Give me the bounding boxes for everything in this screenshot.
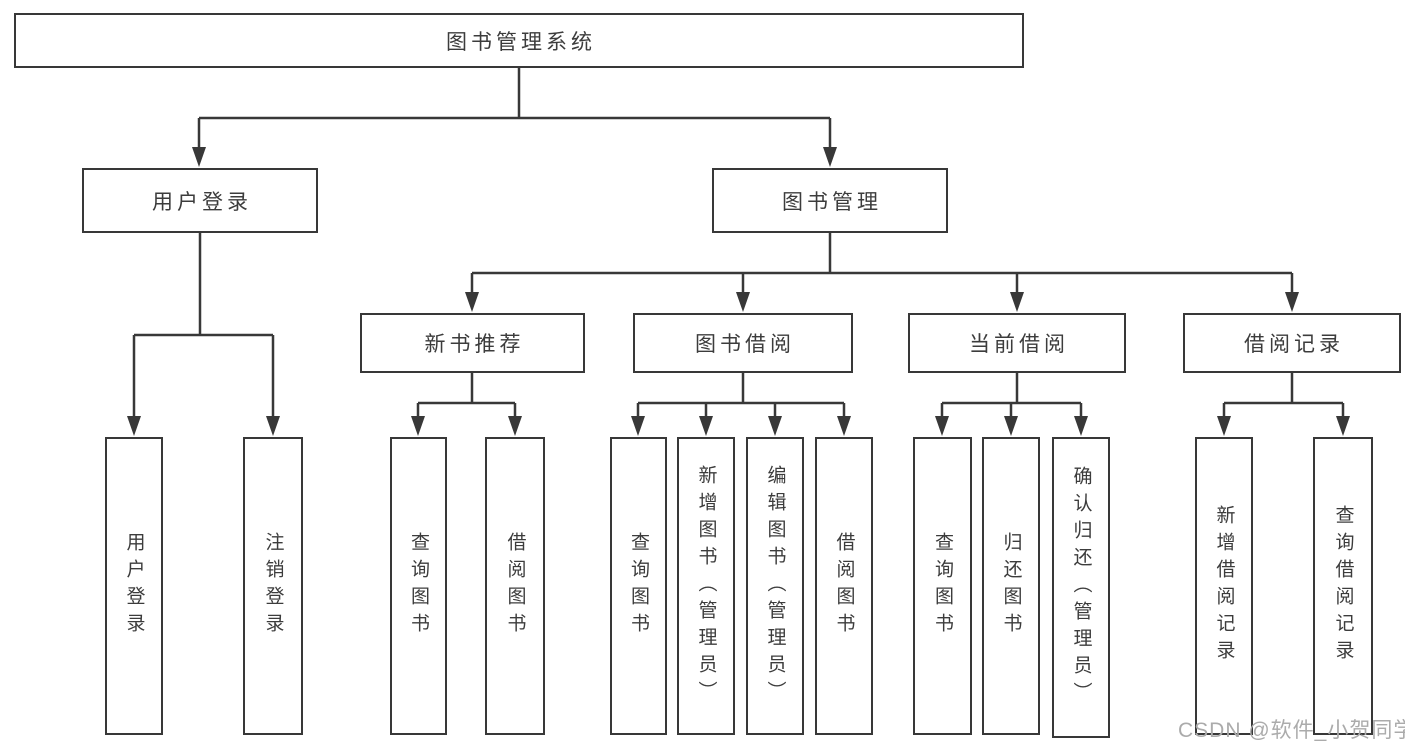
- leaf-logout: 注销登录: [243, 437, 303, 735]
- leaf-borrow-query-books-label: 查询图书: [628, 532, 649, 640]
- csdn-watermark: CSDN @软件_小贺同学: [1178, 719, 1405, 742]
- leaf-confirm-return-admin-label: 确认归还（管理员）: [1070, 466, 1092, 709]
- leaf-current-query-books-label: 查询图书: [932, 532, 953, 640]
- leaf-user-login-label: 用户登录: [123, 532, 145, 640]
- node-new-book-recommend: 新书推荐: [360, 313, 585, 373]
- leaf-borrow-borrow-books: 借阅图书: [815, 437, 873, 735]
- node-book-borrow-label: 图书借阅: [695, 333, 795, 356]
- leaf-recommend-query-books: 查询图书: [390, 437, 447, 735]
- node-borrow-records-label: 借阅记录: [1244, 333, 1344, 356]
- node-current-borrow-label: 当前借阅: [969, 333, 1069, 356]
- node-user-login: 用户登录: [82, 168, 318, 233]
- leaf-add-borrow-record: 新增借阅记录: [1195, 437, 1253, 735]
- node-borrow-records: 借阅记录: [1183, 313, 1401, 373]
- node-new-book-recommend-label: 新书推荐: [424, 333, 525, 356]
- leaf-recommend-borrow-books: 借阅图书: [485, 437, 545, 735]
- node-book-management: 图书管理: [712, 168, 948, 233]
- leaf-recommend-query-books-label: 查询图书: [408, 532, 429, 640]
- leaf-user-login: 用户登录: [105, 437, 163, 735]
- leaf-add-books-admin-label: 新增图书（管理员）: [695, 464, 717, 708]
- leaf-confirm-return-admin: 确认归还（管理员）: [1052, 437, 1110, 738]
- leaf-return-books: 归还图书: [982, 437, 1040, 735]
- leaf-edit-books-admin: 编辑图书（管理员）: [746, 437, 804, 735]
- node-current-borrow: 当前借阅: [908, 313, 1126, 373]
- node-book-management-label: 图书管理: [782, 190, 882, 214]
- node-book-borrow: 图书借阅: [633, 313, 853, 373]
- node-user-login-label: 用户登录: [152, 190, 252, 214]
- leaf-recommend-borrow-books-label: 借阅图书: [504, 532, 526, 640]
- leaf-borrow-query-books: 查询图书: [610, 437, 667, 735]
- leaf-current-query-books: 查询图书: [913, 437, 972, 735]
- node-root-label: 图书管理系统: [446, 30, 596, 54]
- leaf-add-borrow-record-label: 新增借阅记录: [1213, 505, 1235, 667]
- leaf-query-borrow-record: 查询借阅记录: [1313, 437, 1373, 735]
- leaf-return-books-label: 归还图书: [1000, 532, 1022, 640]
- leaf-add-books-admin: 新增图书（管理员）: [677, 437, 735, 735]
- leaf-borrow-borrow-books-label: 借阅图书: [833, 532, 855, 640]
- node-root: 图书管理系统: [14, 13, 1024, 68]
- leaf-query-borrow-record-label: 查询借阅记录: [1332, 505, 1354, 667]
- leaf-edit-books-admin-label: 编辑图书（管理员）: [764, 464, 786, 708]
- leaf-logout-label: 注销登录: [262, 532, 284, 640]
